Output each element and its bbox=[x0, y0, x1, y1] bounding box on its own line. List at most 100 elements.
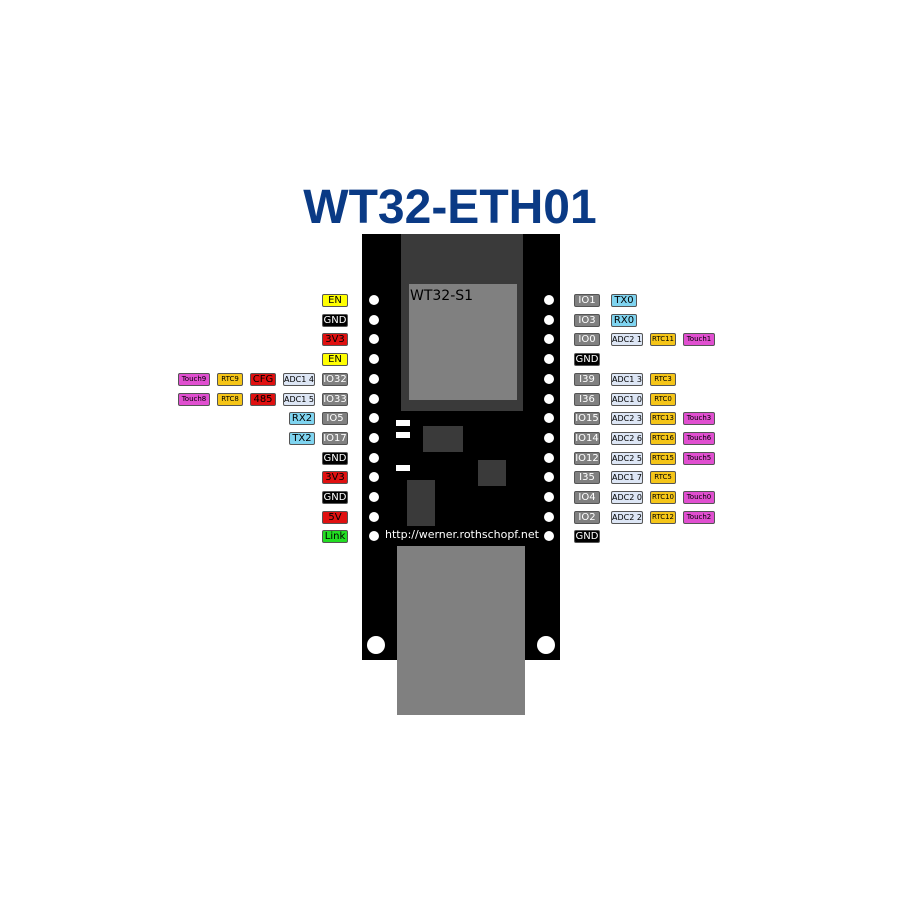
header-pin bbox=[369, 432, 379, 443]
pin-label-rtc13: RTC13 bbox=[650, 412, 676, 426]
pin-label-rtc3: RTC3 bbox=[650, 372, 676, 386]
pin-label-io14: IO14 bbox=[574, 431, 600, 445]
pin-label-touch0: Touch0 bbox=[683, 491, 715, 504]
pin-label-i35: I35 bbox=[574, 471, 600, 485]
pin-label-adc2-1: ADC2 1 bbox=[611, 333, 643, 347]
pin-label-io1: IO1 bbox=[574, 294, 600, 307]
header-pin bbox=[369, 492, 379, 502]
header-pin bbox=[544, 393, 554, 404]
pin-label-touch2: Touch2 bbox=[683, 510, 715, 524]
pin-label-cfg: CFG bbox=[250, 372, 276, 386]
smd-component bbox=[396, 432, 410, 438]
pin-label-tx0: TX0 bbox=[611, 294, 637, 307]
pin-label-rtc16: RTC16 bbox=[650, 431, 676, 445]
pin-label-rx2: RX2 bbox=[289, 412, 315, 426]
ethernet-chip bbox=[423, 426, 463, 452]
pin-label-rtc12: RTC12 bbox=[650, 510, 676, 524]
regulator-chip bbox=[407, 480, 435, 526]
pin-label-touch8: Touch8 bbox=[178, 392, 210, 406]
pin-label-gnd: GND bbox=[322, 451, 348, 465]
pin-label-rtc5: RTC5 bbox=[650, 471, 676, 485]
pin-label-rtc15: RTC15 bbox=[650, 451, 676, 465]
pin-label-io33: IO33 bbox=[322, 392, 348, 406]
pin-label-io12: IO12 bbox=[574, 451, 600, 465]
pin-label-io2: IO2 bbox=[574, 510, 600, 524]
pin-label-touch5: Touch5 bbox=[683, 451, 715, 465]
header-pin bbox=[369, 334, 379, 345]
pin-label-io0: IO0 bbox=[574, 333, 600, 347]
pin-label-touch1: Touch1 bbox=[683, 333, 715, 347]
pin-label-485: 485 bbox=[250, 392, 276, 406]
pin-label-rtc8: RTC8 bbox=[217, 392, 243, 406]
header-pin bbox=[544, 354, 554, 365]
pin-label-touch3: Touch3 bbox=[683, 412, 715, 426]
pin-label-adc2-6: ADC2 6 bbox=[611, 431, 643, 445]
module-shield bbox=[409, 284, 517, 400]
pin-label-gnd: GND bbox=[322, 313, 348, 327]
header-pin bbox=[544, 531, 554, 542]
header-pin bbox=[369, 354, 379, 365]
pin-label-adc2-2: ADC2 2 bbox=[611, 510, 643, 524]
smd-component bbox=[396, 465, 410, 471]
header-pin bbox=[544, 472, 554, 483]
header-pin bbox=[369, 373, 379, 384]
pin-label-io17: IO17 bbox=[322, 431, 348, 445]
header-pin bbox=[544, 295, 554, 305]
pin-label-i39: I39 bbox=[574, 372, 600, 386]
header-pin bbox=[369, 295, 379, 305]
pin-label-i36: I36 bbox=[574, 392, 600, 406]
header-pin bbox=[544, 314, 554, 325]
pin-label-rtc0: RTC0 bbox=[650, 392, 676, 406]
pin-label-rtc11: RTC11 bbox=[650, 333, 676, 347]
mounting-hole bbox=[537, 636, 555, 654]
pin-label-touch6: Touch6 bbox=[683, 431, 715, 445]
pin-label-gnd: GND bbox=[574, 353, 600, 367]
rj45-jack bbox=[397, 546, 525, 715]
header-pin bbox=[544, 413, 554, 424]
board-title: WT32-ETH01 bbox=[303, 181, 597, 234]
header-pin bbox=[369, 511, 379, 522]
pin-label-adc1-5: ADC1 5 bbox=[283, 392, 315, 406]
header-pin bbox=[369, 413, 379, 424]
pin-label-adc1-7: ADC1 7 bbox=[611, 471, 643, 485]
pin-label-rx0: RX0 bbox=[611, 313, 637, 327]
pin-label-en: EN bbox=[322, 294, 348, 307]
small-chip bbox=[478, 460, 506, 486]
header-pin bbox=[369, 393, 379, 404]
header-pin bbox=[544, 373, 554, 384]
pin-label-5v: 5V bbox=[322, 510, 348, 524]
pin-label-adc2-5: ADC2 5 bbox=[611, 451, 643, 465]
pin-label-adc2-3: ADC2 3 bbox=[611, 412, 643, 426]
mounting-hole bbox=[367, 636, 385, 654]
pin-label-gnd: GND bbox=[322, 491, 348, 504]
pin-label-rtc9: RTC9 bbox=[217, 372, 243, 386]
pin-label-io5: IO5 bbox=[322, 412, 348, 426]
header-pin bbox=[544, 511, 554, 522]
pin-label-tx2: TX2 bbox=[289, 431, 315, 445]
smd-component bbox=[396, 420, 410, 426]
pin-label-adc1-3: ADC1 3 bbox=[611, 372, 643, 386]
header-pin bbox=[369, 531, 379, 542]
header-pin bbox=[544, 492, 554, 502]
module-label: WT32-S1 bbox=[410, 288, 474, 304]
header-pin bbox=[369, 472, 379, 483]
pin-label-adc2-0: ADC2 0 bbox=[611, 491, 643, 504]
pin-label-link: Link bbox=[322, 530, 348, 544]
pin-label-io15: IO15 bbox=[574, 412, 600, 426]
header-pin bbox=[544, 432, 554, 443]
pin-label-rtc10: RTC10 bbox=[650, 491, 676, 504]
pin-label-adc1-4: ADC1 4 bbox=[283, 372, 315, 386]
pin-label-io32: IO32 bbox=[322, 372, 348, 386]
pin-label-en: EN bbox=[322, 353, 348, 367]
pin-label-io3: IO3 bbox=[574, 313, 600, 327]
pin-label-3v3: 3V3 bbox=[322, 471, 348, 485]
author-url: http://werner.rothschopf.net bbox=[385, 528, 539, 541]
header-pin bbox=[544, 452, 554, 463]
pin-label-3v3: 3V3 bbox=[322, 333, 348, 347]
pin-label-gnd: GND bbox=[574, 530, 600, 544]
pin-label-adc1-0: ADC1 0 bbox=[611, 392, 643, 406]
header-pin bbox=[369, 314, 379, 325]
pin-label-io4: IO4 bbox=[574, 491, 600, 504]
header-pin bbox=[544, 334, 554, 345]
header-pin bbox=[369, 452, 379, 463]
